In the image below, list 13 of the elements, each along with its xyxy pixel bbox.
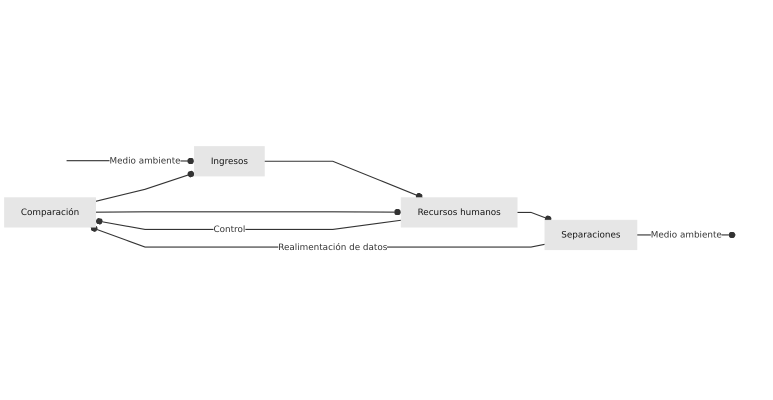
node-box: Ingresos	[194, 146, 265, 176]
edge-label: Control	[214, 224, 246, 234]
node-box: Comparación	[4, 197, 96, 228]
connector	[96, 218, 402, 230]
edge-label: Medio ambiente	[650, 229, 722, 240]
edge-label: Realimentación de datos	[278, 242, 388, 252]
connector	[96, 170, 194, 202]
connector	[517, 212, 552, 222]
node-box: Separaciones	[544, 220, 638, 250]
connector	[96, 208, 402, 216]
edge-label: Medio ambiente	[110, 155, 181, 166]
node-box: Recursos humanos	[400, 197, 518, 228]
connector	[264, 160, 423, 200]
